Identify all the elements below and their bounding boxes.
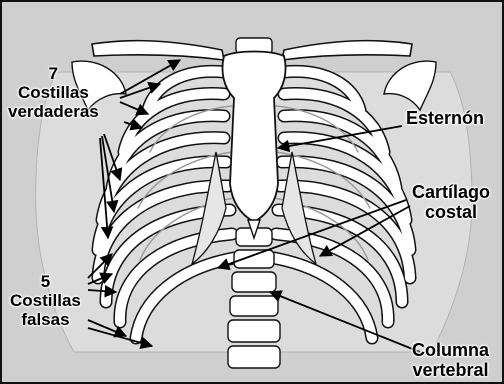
label-false-ribs-count: 5 [10, 272, 81, 291]
label-sternum: Esternón [406, 108, 484, 128]
label-costal-cartilage: Cartílago costal [412, 182, 490, 222]
label-true-ribs-line3: verdaderas [8, 102, 99, 121]
label-vertebral-column-line2: vertebral [412, 360, 489, 380]
label-costal-cartilage-line2: costal [412, 202, 490, 222]
label-false-ribs: 5 Costillas falsas [10, 272, 81, 329]
label-false-ribs-line3: falsas [10, 310, 81, 329]
sternum [222, 52, 285, 223]
label-vertebral-column-line1: Columna [412, 340, 489, 360]
left-clavicle [92, 41, 224, 60]
right-clavicle [282, 41, 412, 60]
label-vertebral-column: Columna vertebral [412, 340, 489, 380]
label-false-ribs-line2: Costillas [10, 291, 81, 310]
label-true-ribs: 7 Costillas verdaderas [8, 64, 99, 121]
label-costal-cartilage-line1: Cartílago [412, 182, 490, 202]
label-true-ribs-line2: Costillas [8, 83, 99, 102]
label-true-ribs-count: 7 [8, 64, 99, 83]
